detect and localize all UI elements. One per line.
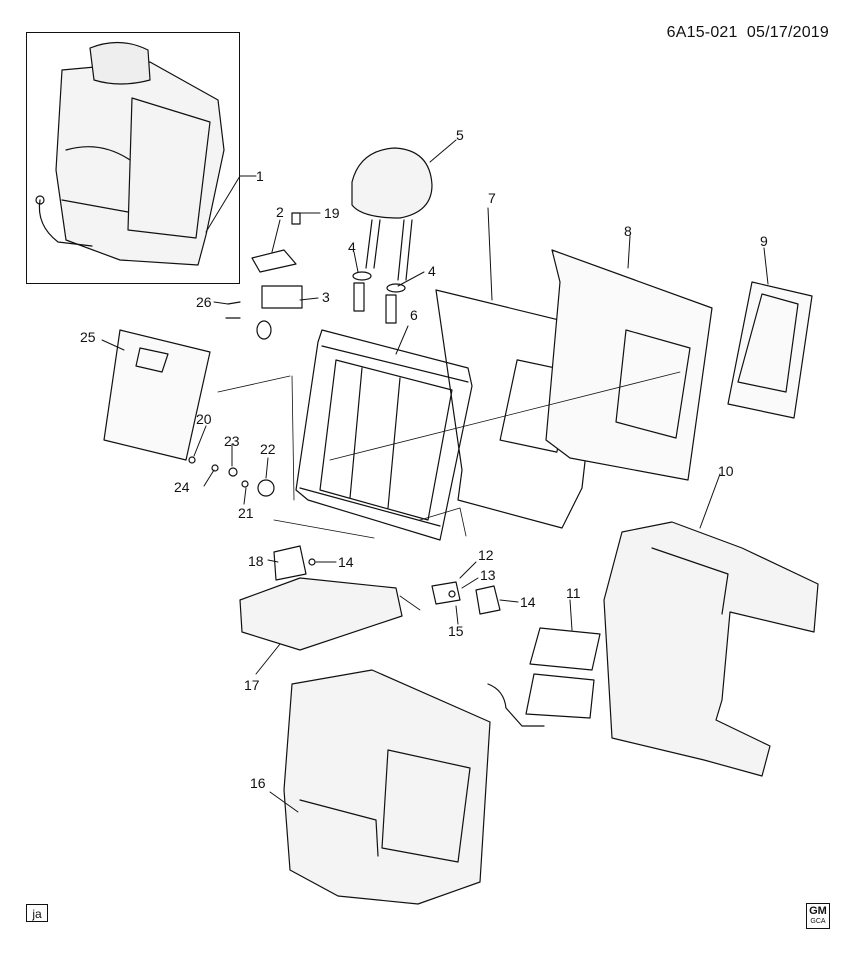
callout-23: 23 (224, 433, 240, 449)
back-pad (545, 249, 713, 481)
callout-11: 11 (566, 585, 581, 601)
side-trim-panel (103, 329, 211, 461)
illustrator-tag: ja (26, 904, 48, 922)
trim-panel (727, 281, 813, 419)
callout-24: 24 (174, 479, 190, 495)
cushion-cover (283, 669, 491, 905)
gm-logo: GM GCA (806, 903, 830, 929)
seat-back-assembled (35, 41, 225, 266)
callout-4b: 4 (428, 263, 436, 279)
headrest (351, 147, 433, 281)
seat-heater-pad (487, 627, 601, 727)
callout-4a: 4 (348, 239, 356, 255)
gm-logo-main: GM (809, 905, 827, 917)
diagram-date: 05/17/2019 (746, 24, 829, 41)
callout-7: 7 (488, 190, 496, 206)
callout-14b: 14 (520, 594, 536, 610)
callout-17: 17 (244, 677, 260, 693)
callout-21: 21 (238, 505, 254, 521)
callout-labels: 1 2 3 4 4 5 6 7 8 9 10 11 12 13 14 14 15… (80, 127, 768, 791)
headrest-guides (352, 271, 406, 324)
diagram-header: 6A15-021 05/17/2019 (667, 24, 829, 42)
callout-20: 20 (196, 411, 212, 427)
callout-14a: 14 (338, 554, 354, 570)
callout-25: 25 (80, 329, 96, 345)
hardware (188, 212, 501, 615)
alignment-lines (217, 371, 681, 611)
callout-10: 10 (718, 463, 734, 479)
seat-back-cover (603, 521, 819, 777)
callout-19: 19 (324, 205, 340, 221)
callout-12: 12 (478, 547, 494, 563)
diagram-code: 6A15-021 (666, 24, 738, 41)
callout-26: 26 (196, 294, 212, 310)
callout-18: 18 (248, 553, 264, 569)
callout-1: 1 (256, 168, 264, 184)
callout-22: 22 (260, 441, 276, 457)
callout-9: 9 (760, 233, 768, 249)
callout-2: 2 (276, 204, 284, 220)
callout-15: 15 (448, 623, 464, 639)
gm-logo-sub: GCA (810, 918, 826, 925)
seat-back-frame (295, 329, 473, 541)
cushion-frame (239, 577, 403, 651)
callout-16: 16 (250, 775, 266, 791)
callout-8: 8 (624, 223, 632, 239)
callout-6: 6 (410, 307, 418, 323)
leader-lines (101, 139, 769, 813)
callout-13: 13 (480, 567, 496, 583)
inset-frame (26, 32, 240, 284)
callout-3: 3 (322, 289, 330, 305)
callout-5: 5 (456, 127, 464, 143)
